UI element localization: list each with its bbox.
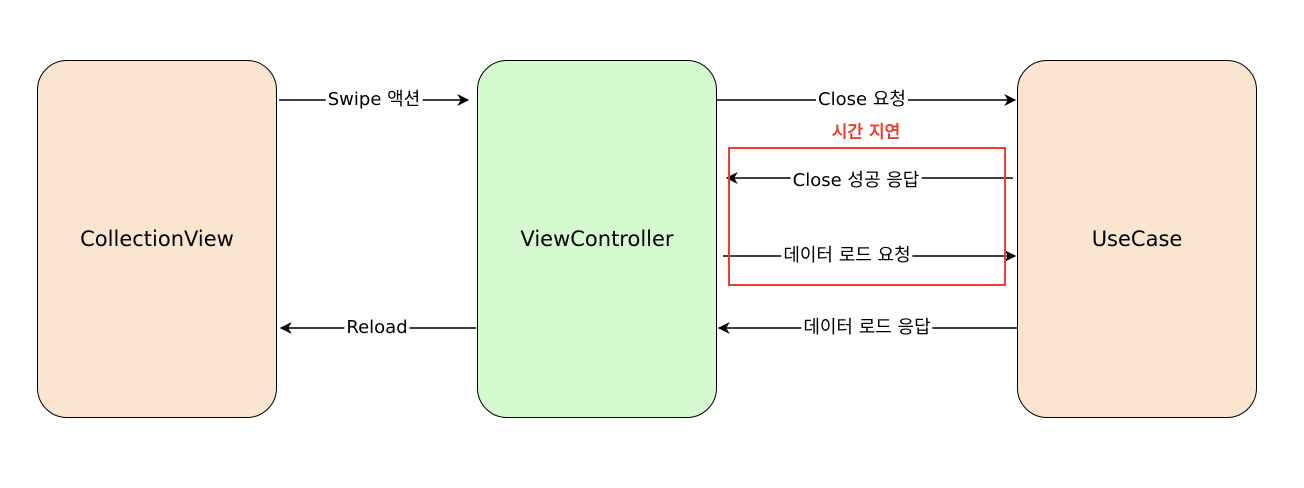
time-delay-highlight-box xyxy=(728,147,1006,286)
view-controller-node: ViewController xyxy=(477,60,717,418)
swipe-edge-label: Swipe 액션 xyxy=(325,89,423,111)
collection-view-node: CollectionView xyxy=(37,60,277,418)
use-case-node: UseCase xyxy=(1017,60,1257,418)
collection-view-label: CollectionView xyxy=(80,227,234,251)
view-controller-label: ViewController xyxy=(520,227,674,251)
close-success-edge-label: Close 성공 응답 xyxy=(790,170,922,192)
data-load-response-edge-label: 데이터 로드 응답 xyxy=(801,317,933,339)
close-request-edge-label: Close 요청 xyxy=(816,89,908,111)
use-case-label: UseCase xyxy=(1091,227,1183,251)
time-delay-annotation: 시간 지연 xyxy=(831,122,901,143)
data-load-request-edge-label: 데이터 로드 요청 xyxy=(781,245,913,267)
reload-edge-label: Reload xyxy=(344,317,410,339)
